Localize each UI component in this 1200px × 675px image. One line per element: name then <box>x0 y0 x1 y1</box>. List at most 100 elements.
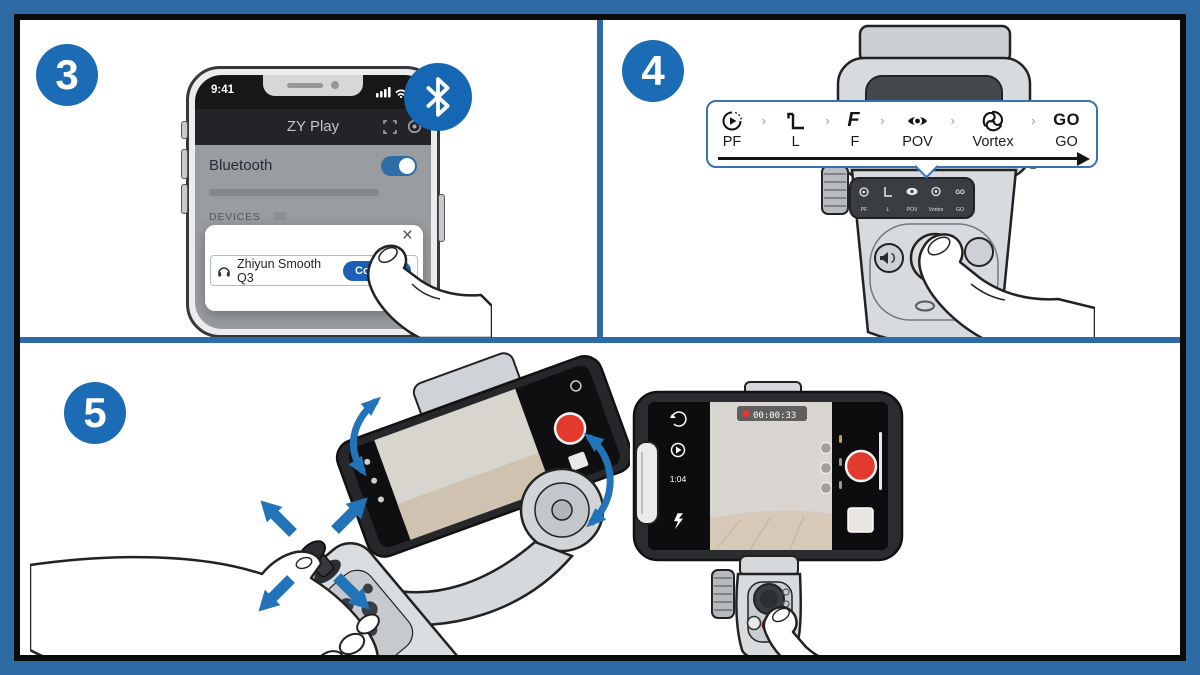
display-pov-icon <box>906 187 918 196</box>
chevron-icon: › <box>950 113 955 128</box>
step-5-badge: 5 <box>64 382 126 444</box>
scan-icon[interactable] <box>383 120 397 134</box>
gallery-thumbnail[interactable] <box>847 507 874 533</box>
display-label-pf: PF <box>861 207 868 213</box>
clamp-left-grip <box>635 441 659 525</box>
app-header: ZY Play <box>195 109 431 145</box>
pointing-finger-step3 <box>366 244 492 338</box>
chevron-icon: › <box>880 113 885 128</box>
speaker-slot <box>287 83 323 88</box>
display-vortex-icon <box>931 186 941 197</box>
sequence-arrow <box>718 151 1090 166</box>
mode-pov-label: POV <box>902 134 933 150</box>
record-button-phone[interactable] <box>551 409 589 447</box>
status-bar: 9:41 <box>195 75 431 109</box>
signal-icon <box>376 87 391 98</box>
roll-motor <box>519 467 605 553</box>
rec-timer-text: 00:00:33 <box>753 411 796 421</box>
display-label-pov: POV <box>907 207 918 213</box>
pf-icon <box>720 108 744 133</box>
rec-timer: 00:00:33 <box>737 406 807 421</box>
phone-power-button <box>438 194 445 242</box>
display-label-l: L <box>887 207 890 213</box>
mode-l-label: L <box>791 134 800 150</box>
arrow-up-left <box>252 492 301 541</box>
viewfinder-floor <box>397 452 552 540</box>
display-l-icon <box>884 187 892 197</box>
mode-f-label: F <box>850 134 860 150</box>
mode-strip: PF › L › F F › <box>720 108 1080 150</box>
flash-icon[interactable] <box>674 513 683 530</box>
zoom-value[interactable]: 1:04 <box>670 474 687 484</box>
phone-volume-down-button <box>181 184 188 214</box>
display-label-go: GO <box>956 207 964 213</box>
phone-notch <box>263 75 363 96</box>
step-3-badge: 3 <box>36 44 98 106</box>
record-button-gimbal[interactable] <box>964 237 994 267</box>
chevron-icon: › <box>761 113 766 128</box>
mounted-phone-tilted <box>335 352 630 558</box>
front-camera <box>331 81 339 89</box>
toggle-knob <box>399 158 415 174</box>
control-plate-outline <box>869 223 999 321</box>
mode-go: GO GO <box>1053 108 1080 150</box>
l-icon <box>784 108 808 133</box>
mode-display: GO PF L POV Vortex GO <box>849 177 975 219</box>
headset-icon <box>218 266 230 276</box>
display-go-icon: GO <box>955 190 965 196</box>
chevron-icon: › <box>1031 113 1036 128</box>
grip-button-4[interactable] <box>361 582 375 596</box>
device-name: Zhiyun Smooth Q3 <box>237 256 322 285</box>
indicator-slot <box>915 300 935 312</box>
go-icon: GO <box>1053 111 1080 129</box>
vortex-icon <box>981 108 1005 133</box>
holding-hand <box>30 550 380 655</box>
record-button-phone[interactable] <box>844 449 878 483</box>
tilt-arrow-right <box>583 432 614 528</box>
camera-hud-left: 1:04 <box>670 411 687 530</box>
flip-camera-icon[interactable] <box>671 411 687 427</box>
panel-divider-vertical <box>597 20 603 343</box>
mode-go-label: GO <box>1055 134 1078 150</box>
mode-vortex-label: Vortex <box>972 134 1014 150</box>
f-icon: F <box>847 109 860 131</box>
mode-vortex: Vortex <box>972 108 1014 150</box>
viewfinder-floor <box>710 510 832 550</box>
scroll-wheel[interactable] <box>711 569 735 619</box>
close-icon[interactable]: × <box>401 225 413 246</box>
mode-pf-label: PF <box>722 134 742 150</box>
side-slider <box>879 432 882 490</box>
panel-divider-horizontal <box>20 337 1180 343</box>
gimbal-landscape-illustration: 00:00:33 1:04 <box>632 381 904 655</box>
app-title: ZY Play <box>286 118 340 135</box>
pointing-finger-step5 <box>762 606 819 655</box>
gallery-thumbnail[interactable] <box>568 451 589 471</box>
speaker-button[interactable] <box>874 243 904 273</box>
pov-eye-icon <box>904 108 931 133</box>
mode-l: L <box>784 108 808 150</box>
gimbal-joystick-illustration <box>30 352 630 655</box>
rec-dot <box>742 410 750 417</box>
camera-hud-right <box>819 432 882 533</box>
pointing-finger-step4 <box>918 233 1095 342</box>
bluetooth-setting-label: Bluetooth <box>209 157 273 174</box>
scroll-wheel[interactable] <box>821 165 849 215</box>
gimbal-motor-top <box>858 24 1012 64</box>
mode-pf: PF <box>720 108 744 150</box>
display-label-vortex: Vortex <box>929 207 944 213</box>
chevron-icon: › <box>825 113 830 128</box>
play-speed-icon[interactable] <box>670 442 686 458</box>
status-time: 9:41 <box>211 84 235 96</box>
hint-text-blurred <box>209 189 379 196</box>
bluetooth-icon <box>404 63 472 131</box>
tilt-arrow-left <box>348 396 382 477</box>
phone-mute-switch <box>181 121 188 139</box>
phone-volume-up-button <box>181 149 188 179</box>
grip-button-left[interactable] <box>746 615 762 631</box>
devices-count-blurred <box>273 212 287 220</box>
bluetooth-toggle[interactable] <box>381 156 417 176</box>
mode-sequence-callout: PF › L › F F › <box>706 100 1098 179</box>
display-pf-icon <box>859 187 869 197</box>
mode-pov: POV <box>902 108 933 150</box>
